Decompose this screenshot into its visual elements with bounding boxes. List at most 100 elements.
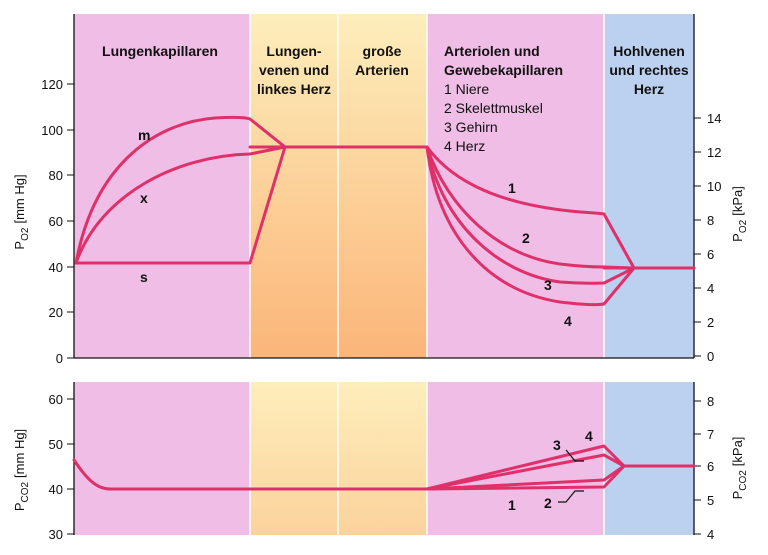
tick-label-po2-40: 40 (49, 260, 63, 275)
svg-text:PO2[mm Hg]: PO2[mm Hg] (12, 174, 31, 249)
tick-label-pco2-30: 30 (49, 527, 63, 542)
curve-label-x: x (140, 190, 148, 206)
axis-label-unit: [mm Hg] (12, 174, 27, 223)
region-headers: Lungenkapillaren Lungen- venen und linke… (102, 43, 689, 154)
header-arteriolen-line2: Gewebekapillaren (444, 62, 563, 78)
co2-curve-label-1: 1 (508, 497, 516, 513)
tick-label-kpa-6: 6 (707, 247, 714, 262)
region-lungenvenen-bg (250, 14, 338, 358)
curve-label-3: 3 (544, 277, 552, 293)
region-arteriolen-bg (427, 14, 604, 358)
curve-co2-3 (425, 453, 626, 491)
tick-label-kpa-10: 10 (707, 179, 721, 194)
header-hohlvenen-line1: Hohlvenen (613, 43, 685, 59)
axis-label-unit: [kPa] (730, 437, 745, 467)
header-hohlvenen-line2: und rechtes (609, 62, 689, 78)
tick-label-po2-80: 80 (49, 168, 63, 183)
header-hohlvenen-line3: Herz (634, 81, 664, 97)
lower-right-axis-label: PCO2[kPa] (730, 437, 749, 500)
pco2-curves (72, 444, 696, 491)
upper-left-axis-label: PO2[mm Hg] (12, 174, 31, 249)
curve-label-4: 4 (564, 313, 572, 329)
svg-text:PO2[kPa]: PO2 [kPa] (730, 186, 749, 242)
curve-label-s: s (140, 269, 148, 285)
lower-left-axis-label: PCO2 [mm Hg] (12, 429, 31, 511)
co2-curve-label-2: 2 (544, 495, 552, 511)
curve-x (74, 145, 287, 265)
tick-label-kpa-4-lower: 4 (707, 527, 714, 542)
tick-label-kpa-0: 0 (707, 349, 714, 364)
region-lungenkapillaren-bg-lower (74, 382, 250, 535)
axis-label-p: P (730, 491, 745, 500)
axis-label-p: P (12, 503, 27, 512)
region-hohlvenen-bg-lower (604, 382, 694, 535)
tick-label-kpa-4: 4 (707, 281, 714, 296)
legend-item-skelettmuskel: 2 Skelettmuskel (444, 100, 543, 116)
curve-label-m: m (138, 127, 150, 143)
leader-line-3 (565, 449, 584, 462)
axis-label-sub: O2 (20, 227, 31, 241)
pco2-curve-labels: 1 2 3 4 (508, 428, 593, 513)
curve-co2-1 (425, 464, 626, 491)
tick-label-pco2-60: 60 (49, 392, 63, 407)
axis-label-sub: CO2 (20, 482, 31, 503)
header-arteriolen-line1: Arteriolen und (444, 43, 540, 59)
axis-label-sub: O2 (738, 219, 749, 233)
upper-right-ticks: 0 2 4 6 8 10 12 14 (694, 111, 721, 364)
axis-label-unit: [mm Hg] (12, 429, 27, 478)
legend-item-niere: 1 Niere (444, 81, 489, 97)
tick-label-kpa-14: 14 (707, 111, 721, 126)
curve-co2-2 (425, 464, 626, 491)
legend-item-gehirn: 3 Gehirn (444, 119, 498, 135)
header-lungenkapillaren: Lungenkapillaren (102, 43, 218, 59)
header-lungenvenen-line3: linkes Herz (257, 81, 331, 97)
region-lungenkapillaren-bg (74, 14, 250, 358)
upper-panel-background (74, 14, 694, 358)
header-lungenvenen-line1: Lungen- (266, 43, 322, 59)
region-grosse-arterien-bg-lower (338, 382, 427, 535)
header-lungenvenen-line2: venen und (259, 62, 329, 78)
header-grosse-arterien-line1: große (363, 43, 402, 59)
lower-panel-background (74, 382, 694, 535)
curve-3 (425, 145, 636, 285)
curve-1 (425, 145, 636, 270)
region-lungenvenen-bg-lower (250, 382, 338, 535)
tick-label-po2-20: 20 (49, 305, 63, 320)
upper-right-axis-label: PO2 [kPa] (730, 186, 749, 242)
tick-label-kpa-7-lower: 7 (707, 427, 714, 442)
tick-label-po2-60: 60 (49, 214, 63, 229)
po2-curve-labels: m x s 1 2 3 4 (138, 127, 572, 329)
tick-label-po2-120: 120 (41, 77, 63, 92)
curve-label-1: 1 (508, 180, 516, 196)
upper-left-ticks: 0 20 40 60 80 100 120 (41, 77, 74, 366)
header-grosse-arterien-line2: Arterien (355, 62, 409, 78)
region-hohlvenen-bg (604, 14, 694, 358)
curve-m (74, 115, 287, 265)
tick-label-kpa-5-lower: 5 (707, 493, 714, 508)
po2-curves (74, 115, 696, 307)
tick-label-kpa-12: 12 (707, 145, 721, 160)
curve-s (74, 145, 287, 265)
tick-label-pco2-40: 40 (49, 482, 63, 497)
legend-item-herz: 4 Herz (444, 138, 485, 154)
curve-2 (425, 145, 636, 270)
tick-label-po2-0: 0 (56, 351, 63, 366)
tick-label-po2-100: 100 (41, 123, 63, 138)
tick-label-kpa-8: 8 (707, 213, 714, 228)
axis-label-unit: [kPa] (730, 186, 745, 216)
tick-label-kpa-2: 2 (707, 315, 714, 330)
tick-label-pco2-50: 50 (49, 437, 63, 452)
axis-label-p: P (730, 233, 745, 242)
lower-right-ticks: 4 5 6 7 8 (694, 394, 714, 542)
svg-text:PCO2[kPa]: PCO2[kPa] (730, 437, 749, 500)
co2-curve-label-3: 3 (553, 437, 561, 453)
lower-left-ticks: 30 40 50 60 (49, 392, 74, 542)
svg-text:PCO2[mm Hg]: PCO2 [mm Hg] (12, 429, 31, 511)
curve-label-2: 2 (522, 230, 530, 246)
tick-label-kpa-8-lower: 8 (707, 394, 714, 409)
tick-label-kpa-6-lower: 6 (707, 459, 714, 474)
region-grosse-arterien-bg (338, 14, 427, 358)
leader-line-2 (558, 490, 584, 503)
curve-arterial-co2 (72, 458, 429, 491)
